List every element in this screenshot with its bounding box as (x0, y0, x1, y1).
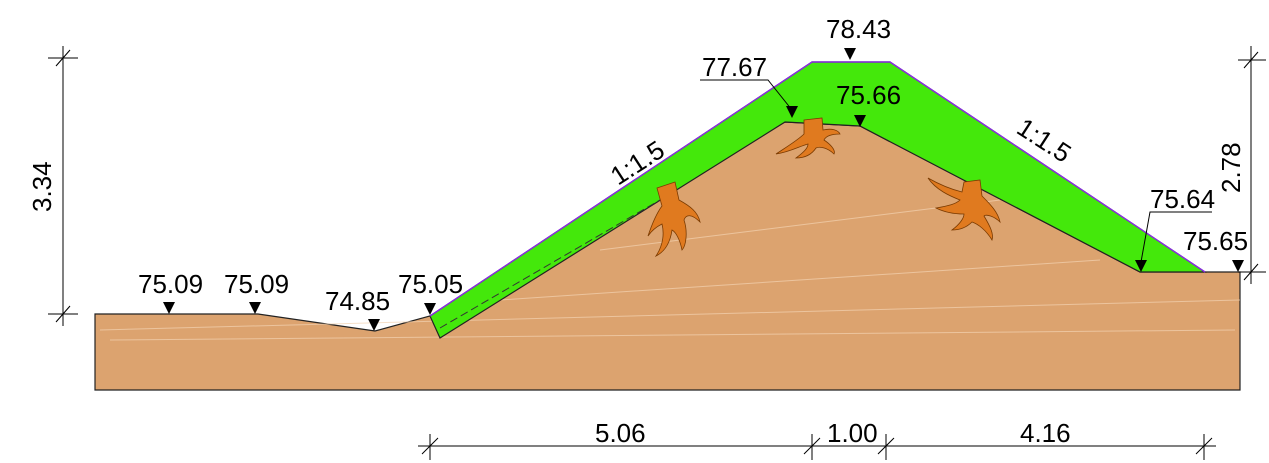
root-stump-icon (927, 177, 1001, 241)
down-triangle-icon (368, 319, 380, 331)
dim-height-left: 3.34 (27, 161, 57, 212)
dimension-bottom (418, 434, 1216, 460)
down-triangle-icon (424, 303, 436, 315)
elev-ground-left-1: 75.09 (138, 269, 203, 299)
root-stump-icon (775, 117, 841, 159)
root-stump-icon (647, 181, 701, 258)
elev-crest-top: 78.43 (826, 14, 891, 44)
dim-bottom-right: 4.16 (1020, 418, 1071, 448)
elev-toe-left: 75.05 (398, 269, 463, 299)
elev-toe-right: 75.65 (1183, 226, 1248, 256)
dimension-height-right (1238, 46, 1266, 284)
down-triangle-icon (844, 48, 856, 60)
elev-ditch-bottom: 74.85 (325, 286, 390, 316)
outer-slope-line (429, 61, 1206, 317)
down-triangle-icon (1232, 260, 1244, 272)
down-triangle-icon (1135, 260, 1147, 272)
dim-height-right: 2.78 (1216, 142, 1246, 193)
down-triangle-icon (854, 115, 866, 127)
leader-75-64 (1140, 211, 1212, 263)
leader-77-67 (700, 79, 793, 111)
elevation-markers (163, 48, 1244, 331)
elev-ground-left-2: 75.09 (224, 269, 289, 299)
elev-existing-crest: 75.66 (836, 80, 901, 110)
elev-toe-right-existing: 75.64 (1150, 184, 1215, 214)
elev-existing-left-shoulder: 77.67 (702, 52, 767, 82)
dimension-height-left (48, 46, 78, 326)
down-triangle-icon (249, 302, 261, 314)
dim-bottom-mid: 1.00 (827, 418, 878, 448)
dim-bottom-left: 5.06 (595, 418, 646, 448)
down-triangle-icon (786, 106, 798, 118)
down-triangle-icon (163, 302, 175, 314)
dashed-old-slope (439, 192, 673, 329)
